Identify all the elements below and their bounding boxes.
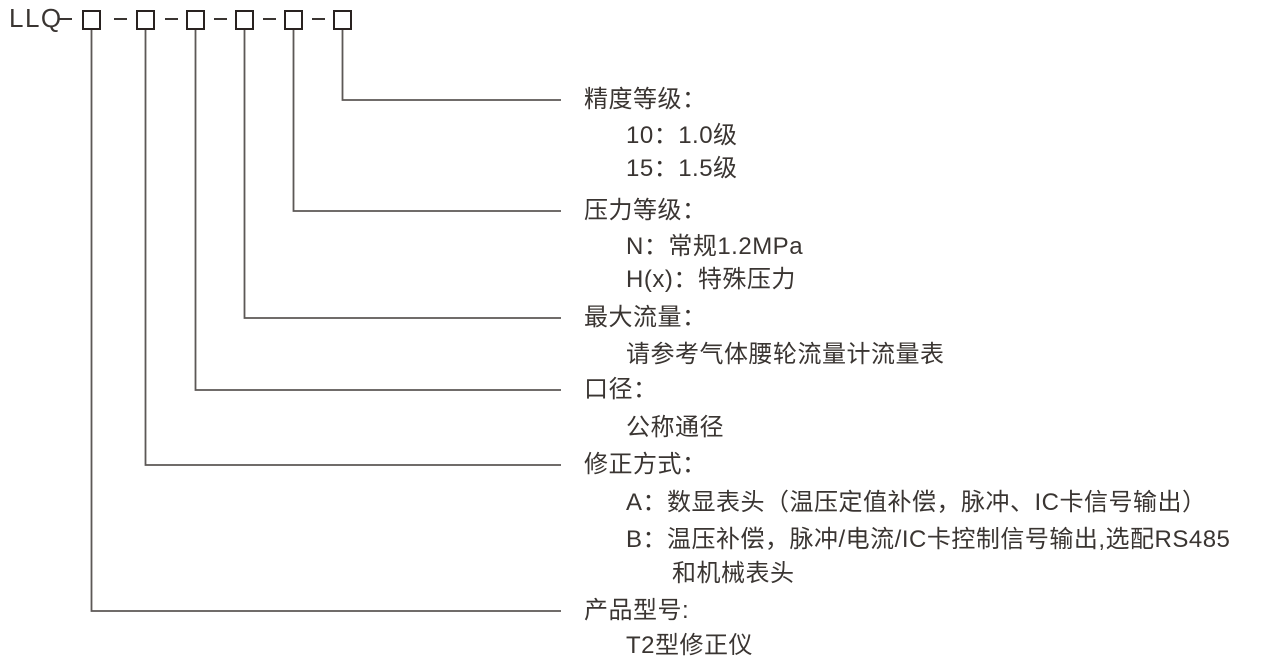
connector-line-pressure-class — [292, 30, 561, 212]
model-code-box-6 — [333, 10, 352, 30]
section-label: 压力等级： — [584, 197, 707, 224]
model-code-dash-2 — [114, 18, 127, 21]
connector-line-diameter — [194, 30, 561, 391]
model-code-box-3 — [186, 10, 205, 30]
model-code-dash-4 — [214, 18, 227, 21]
model-code-box-2 — [136, 10, 155, 30]
section-option-continuation: 和机械表头 — [672, 560, 795, 587]
model-code-box-4 — [235, 10, 254, 30]
connector-line-product-model — [90, 30, 561, 612]
section-option: 15：1.5级 — [626, 155, 738, 182]
model-code-dash-3 — [165, 18, 178, 21]
section-label: 精度等级： — [584, 86, 707, 113]
model-code-dash-5 — [263, 18, 276, 21]
section-option: A：数显表头（温压定值补偿，脉冲、IC卡信号输出） — [626, 489, 1207, 516]
section-option: N：常规1.2MPa — [626, 233, 804, 260]
section-option: H(x)：特殊压力 — [626, 266, 796, 293]
section-label: 最大流量： — [584, 304, 707, 331]
section-option: 公称通径 — [626, 414, 724, 441]
section-option: 请参考气体腰轮流量计流量表 — [626, 341, 945, 368]
connector-line-correction-mode — [144, 30, 561, 466]
model-code-dash-6 — [312, 18, 325, 21]
model-code-prefix: LLQ — [9, 3, 63, 33]
model-code-box-1 — [82, 10, 101, 30]
section-label: 修正方式： — [584, 451, 707, 478]
section-option: T2型修正仪 — [626, 632, 754, 659]
section-option: B：温压补偿，脉冲/电流/IC卡控制信号输出,选配RS485 — [626, 526, 1231, 553]
connector-line-accuracy-class — [341, 30, 561, 101]
section-label: 产品型号: — [584, 597, 690, 624]
section-label: 口径： — [584, 376, 658, 403]
connector-line-max-flow — [243, 30, 561, 319]
section-option: 10：1.0级 — [626, 122, 738, 149]
model-code-box-5 — [284, 10, 303, 30]
model-code-dash-1 — [59, 18, 72, 21]
